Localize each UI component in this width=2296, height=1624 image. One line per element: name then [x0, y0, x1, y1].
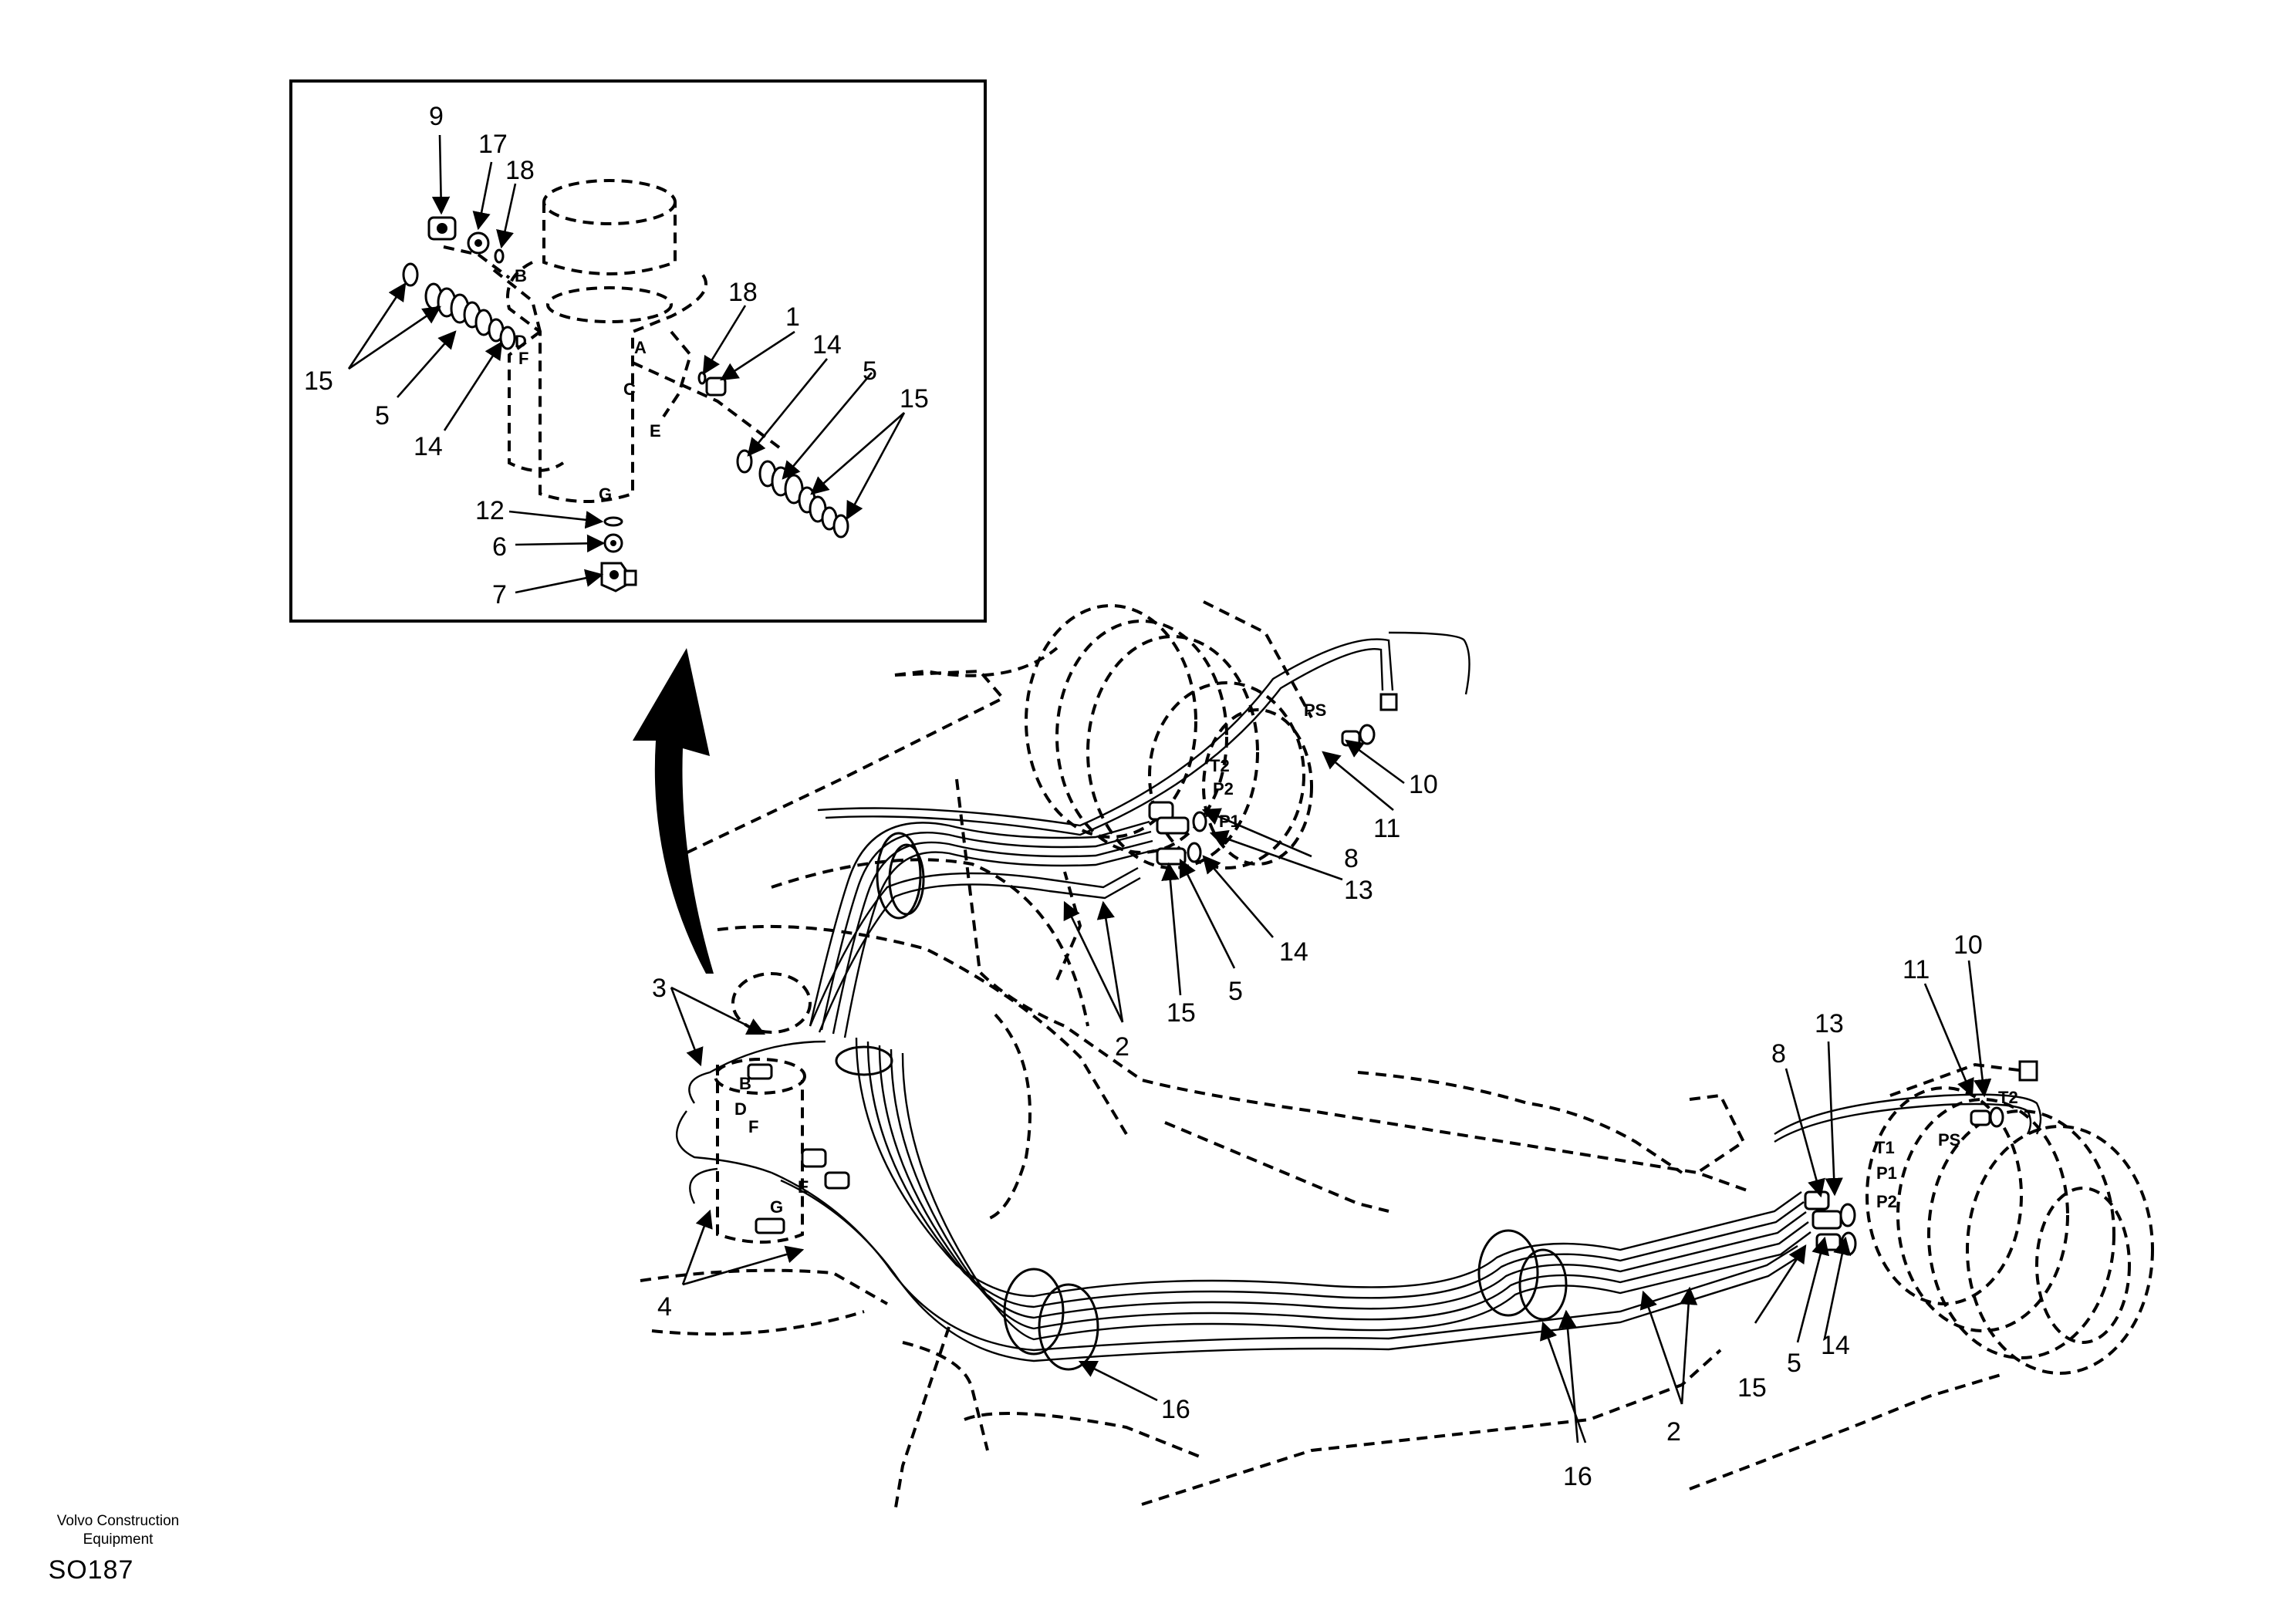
callout-14: 14: [1821, 1331, 1850, 1360]
callout-5: 5: [375, 401, 390, 430]
port-ps-upper: PS: [1304, 701, 1326, 720]
callout-3: 3: [652, 974, 667, 1003]
callout-14: 14: [812, 330, 842, 360]
undercarriage-outline: [640, 669, 2007, 1513]
callout-16: 16: [1563, 1462, 1592, 1491]
callout-9: 9: [429, 102, 444, 131]
callout-5: 5: [1787, 1349, 1801, 1378]
callout-11: 11: [1903, 955, 1930, 984]
port-e: E: [650, 421, 661, 441]
callout-1: 1: [785, 302, 800, 332]
callout-13: 13: [1344, 876, 1373, 905]
hose-bundle-lower: [676, 631, 2042, 1371]
port-d: D: [515, 332, 527, 351]
port-p2-lower: P2: [1876, 1192, 1897, 1211]
port-g: G: [599, 484, 612, 504]
port-d-main: D: [734, 1099, 747, 1119]
callout-13: 13: [1815, 1009, 1844, 1038]
callout-14: 14: [1279, 937, 1308, 967]
callout-15: 15: [1167, 998, 1196, 1028]
detail-reference-arrow: [633, 648, 714, 974]
callout-11: 11: [1373, 814, 1400, 843]
detail-callout-labels: 9 17 18 15 5 14 18 1 14 5 15 12 6 7: [304, 102, 929, 609]
swivel-joint-main: [714, 972, 812, 1244]
port-a: A: [634, 338, 647, 357]
hose-bundle-upper: [809, 638, 1394, 1038]
callout-15: 15: [304, 366, 333, 396]
drawing-code: SO187: [48, 1555, 134, 1585]
port-f-main: F: [748, 1117, 758, 1136]
main-leaders: [670, 739, 1992, 1443]
fittings-right: [697, 371, 849, 539]
callout-12: 12: [475, 496, 505, 525]
port-b-main: B: [739, 1074, 751, 1093]
fittings-main: [747, 693, 2038, 1256]
port-b: B: [515, 266, 527, 285]
port-c: C: [623, 380, 636, 399]
port-t2-upper: T2: [1210, 756, 1230, 775]
callout-8: 8: [1344, 844, 1359, 873]
callout-6: 6: [492, 532, 507, 562]
callout-7: 7: [492, 580, 507, 609]
callout-15: 15: [1737, 1373, 1767, 1403]
callout-14: 14: [414, 432, 443, 461]
callout-8: 8: [1771, 1039, 1786, 1069]
footer-company-name: Volvo Construction Equipment: [37, 1512, 199, 1549]
callout-16: 16: [1161, 1395, 1190, 1424]
callout-18: 18: [505, 156, 535, 185]
port-ps-lower: PS: [1938, 1130, 1960, 1150]
company-line-2: Equipment: [83, 1531, 154, 1548]
port-f: F: [518, 349, 528, 368]
callout-5: 5: [1228, 977, 1243, 1006]
callout-17: 17: [478, 130, 508, 159]
callout-10: 10: [1953, 930, 1983, 960]
travel-motor-lower: [1866, 1062, 2154, 1375]
company-line-1: Volvo Construction: [56, 1513, 180, 1529]
detail-port-labels: B D F A C E G: [515, 266, 661, 504]
port-t1-lower: T1: [1875, 1138, 1895, 1157]
main-port-labels: PS T2 P2 P1 B D F E G T1 P1 P2 T2 PS: [734, 701, 2018, 1217]
port-g-main: G: [770, 1197, 783, 1217]
port-p2-upper: P2: [1213, 779, 1234, 798]
callout-15: 15: [900, 384, 929, 414]
port-t2-lower: T2: [1998, 1088, 2018, 1107]
callout-5: 5: [863, 356, 877, 386]
main-callout-labels: 10 11 8 13 14 5 15 2 3 4 16 16 2 15 5 14…: [652, 770, 1983, 1491]
callout-10: 10: [1409, 770, 1438, 799]
callout-18: 18: [728, 278, 758, 307]
port-p1-upper: P1: [1219, 812, 1240, 831]
swivel-joint-outline: [443, 179, 781, 503]
port-p1-lower: P1: [1876, 1163, 1897, 1183]
fittings-bottom: [600, 516, 637, 593]
callout-2: 2: [1666, 1417, 1681, 1447]
detail-inset: 9 17 18 15 5 14 18 1 14 5 15 12 6 7 B D …: [289, 79, 987, 623]
travel-motor-upper: [894, 600, 1313, 869]
port-e-main: E: [798, 1177, 809, 1197]
detail-leaders: [347, 134, 906, 594]
callout-4: 4: [657, 1292, 672, 1322]
fittings-left: [402, 216, 516, 350]
detail-frame: [289, 79, 987, 623]
callout-2: 2: [1115, 1032, 1129, 1062]
